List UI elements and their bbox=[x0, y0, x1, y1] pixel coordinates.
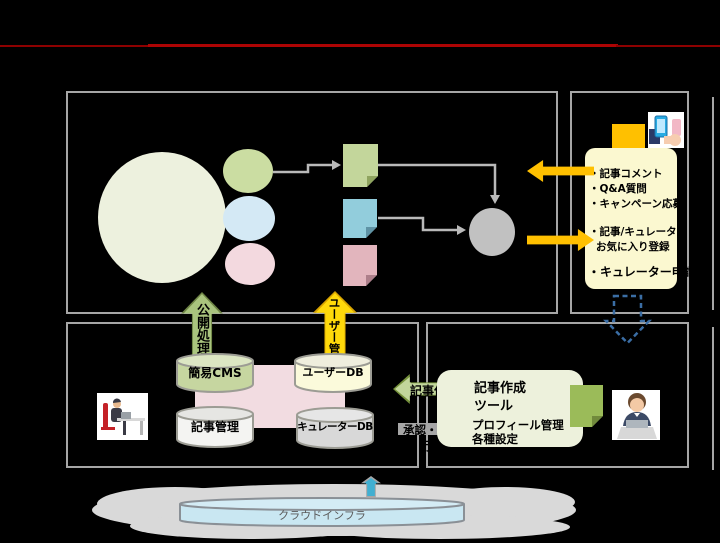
aggregate-circle-gray bbox=[469, 208, 515, 256]
publish-arrow-label: 公開処理 bbox=[194, 303, 209, 355]
curator-tools-panel bbox=[437, 370, 583, 447]
service-box bbox=[66, 91, 558, 314]
user-actions-panel bbox=[585, 148, 677, 289]
settings-label-line2: 各種設定 bbox=[472, 432, 518, 446]
title-rule-left bbox=[0, 45, 150, 47]
note-pink bbox=[343, 245, 377, 286]
curator-apply-item: ・キュレーター申請 bbox=[588, 265, 696, 279]
smartphone-users-illustration bbox=[648, 112, 684, 148]
outer-box-edge-bottom bbox=[712, 327, 714, 470]
user-favorite-item: お気に入り登録 bbox=[596, 241, 670, 253]
curator-note-green bbox=[570, 385, 603, 427]
title-rule-center bbox=[148, 44, 618, 47]
cms-cylinder bbox=[175, 353, 255, 394]
infra-label: クラウドインフラ bbox=[278, 509, 366, 522]
user-action-item: ・Q&A質問 bbox=[589, 183, 647, 195]
infra-disk bbox=[178, 496, 466, 528]
note-green bbox=[343, 144, 378, 187]
feature-circle-pink bbox=[225, 243, 275, 285]
user-favorite-item: ・記事/キュレーター bbox=[589, 226, 688, 238]
curator-db-cylinder bbox=[295, 407, 375, 450]
title-rule-right bbox=[616, 45, 720, 47]
settings-label-line1: プロフィール管理 bbox=[472, 418, 564, 432]
user-db-cylinder bbox=[293, 353, 373, 394]
user-management-arrow-label: ユーザー管理 bbox=[327, 297, 342, 366]
cms-label: 簡易CMS bbox=[188, 366, 242, 380]
tool-label-line2: ツール bbox=[474, 399, 514, 414]
user-action-item: ・キャンペーン応募 bbox=[589, 198, 683, 210]
feature-circle-blue bbox=[223, 196, 275, 241]
user-action-item: ・記事コメント bbox=[589, 168, 663, 180]
user-db-label: ユーザーDB bbox=[302, 366, 364, 379]
note-blue bbox=[343, 199, 377, 238]
outer-box-edge-top bbox=[712, 97, 714, 310]
article-db-cylinder bbox=[175, 406, 255, 449]
article-db-label: 記事管理 bbox=[190, 420, 239, 434]
curator-db-label: キュレーターDB bbox=[297, 421, 373, 433]
tool-label-line1: 記事作成 bbox=[474, 381, 527, 396]
feature-circle-green bbox=[223, 149, 273, 193]
editor-illustration bbox=[97, 393, 148, 440]
curator-illustration bbox=[612, 390, 660, 440]
service-core-circle bbox=[98, 152, 226, 283]
